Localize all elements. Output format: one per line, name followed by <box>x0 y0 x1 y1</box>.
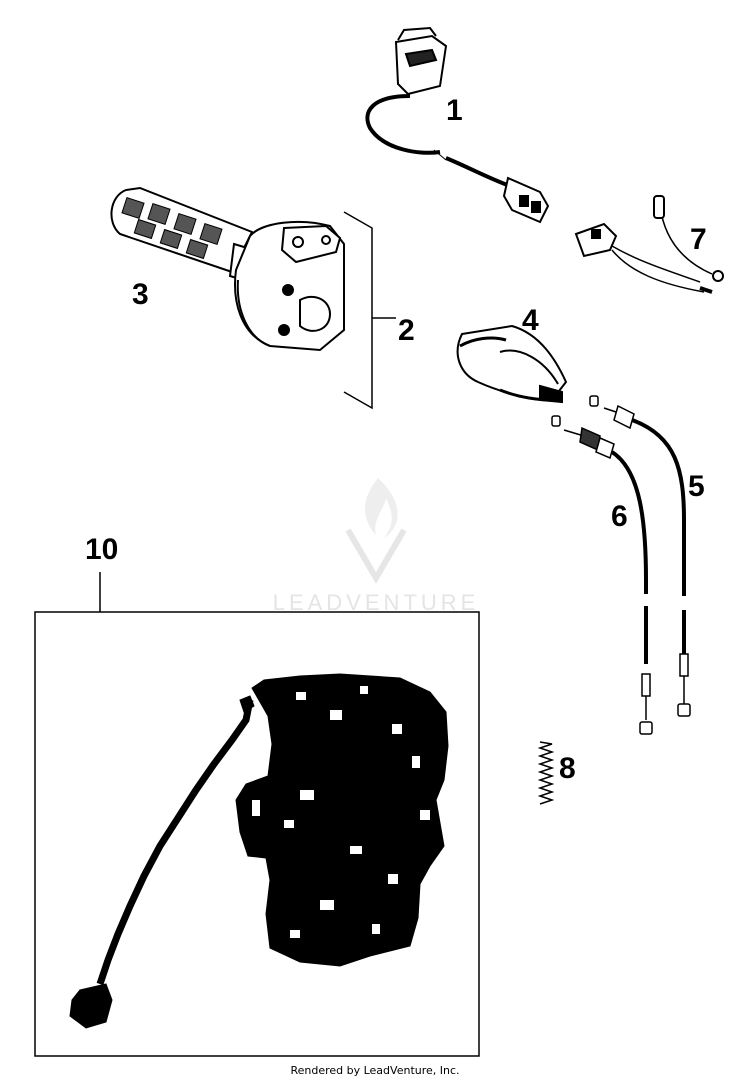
part-4-cable-boot <box>456 324 568 404</box>
part-10-carburetor <box>69 673 449 1029</box>
part-2-bracket <box>343 211 396 410</box>
callout-3: 3 <box>132 278 149 311</box>
part-7-wiring-harness <box>574 195 724 294</box>
callout-8: 8 <box>559 752 576 785</box>
part-2-throttle-housing <box>234 220 345 352</box>
part-8-spring <box>537 741 555 805</box>
callout-7: 7 <box>690 223 707 256</box>
flame-v-logo-icon <box>345 478 407 584</box>
callout-1: 1 <box>446 94 463 127</box>
part-10-box <box>34 572 480 1057</box>
part-1-kill-switch <box>365 26 550 224</box>
callout-4: 4 <box>522 304 539 337</box>
watermark-brand: LEADVENTURE <box>272 590 480 615</box>
callout-2: 2 <box>398 314 415 347</box>
part-3-throttle-grip <box>110 186 256 284</box>
footer-credit: Rendered by LeadVenture, Inc. <box>290 1064 460 1077</box>
callout-5: 5 <box>688 470 705 503</box>
part-6-throttle-cable <box>551 415 653 735</box>
part-5-throttle-cable <box>589 395 691 717</box>
callout-10: 10 <box>85 533 119 566</box>
callout-6: 6 <box>611 500 628 533</box>
